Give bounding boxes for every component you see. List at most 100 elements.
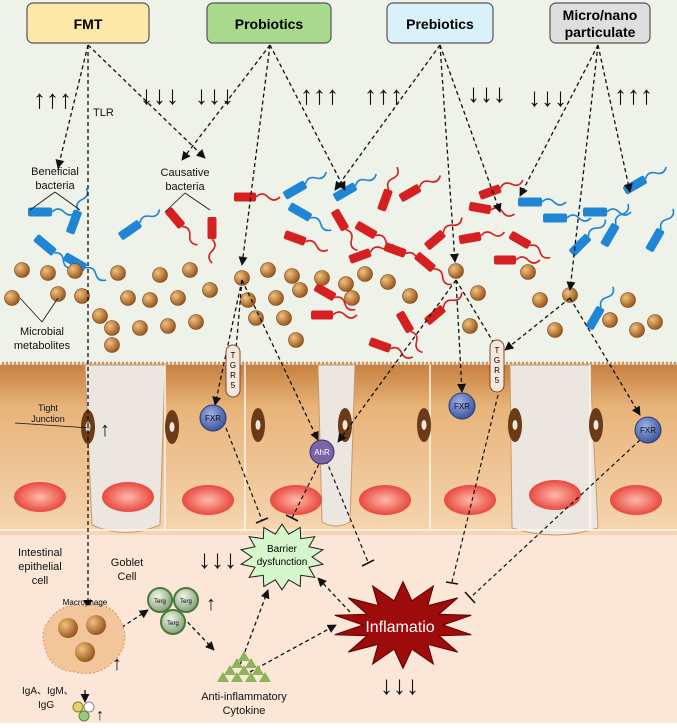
svg-text:T: T	[495, 346, 500, 355]
metabolite-particle	[4, 290, 20, 306]
cell-nucleus	[359, 485, 411, 515]
tight-junction-pointer	[14, 422, 91, 429]
trend-indicators: ↑↑↑ ↓↓↓ ↓↓↓ ↑↑↑ ↑↑↑ ↓↓↓ ↓↓↓ ↑↑↑ ↓↓↓ ↓↓↓	[33, 78, 653, 700]
increase-indicator: ↑↑↑	[33, 84, 72, 114]
decrease-indicator: ↓↓↓	[380, 670, 419, 700]
bacteria-layer	[28, 166, 675, 359]
causative-bacterium	[494, 255, 541, 265]
metabolite-particle	[104, 337, 120, 353]
metabolite-particle	[188, 314, 204, 330]
tight-junction	[508, 408, 522, 442]
beneficial-bacterium	[518, 197, 567, 207]
epithelial-cell-label: cell	[32, 575, 49, 587]
cytokine-label: Anti-inflammatory	[201, 691, 287, 703]
intervention-box: Probiotics	[206, 2, 332, 44]
intervention-box: FMT	[26, 2, 150, 44]
tight-junction	[251, 408, 265, 442]
causative-bacterium	[377, 166, 399, 212]
microbial-metabolites-label: metabolites	[14, 340, 71, 352]
nuclei	[14, 480, 662, 515]
tight-junction	[589, 408, 603, 442]
metabolite-particle	[104, 320, 120, 336]
beneficial-bacterium	[585, 286, 615, 330]
increase-indicator: ↑	[206, 593, 216, 615]
metabolite-particle	[92, 308, 108, 324]
intervention-label: Micro/nano	[563, 7, 638, 23]
metabolites-layer	[4, 262, 663, 353]
svg-text:5: 5	[495, 376, 500, 385]
causative-bacterium	[458, 231, 506, 245]
decrease-indicator: ↓↓↓	[198, 544, 237, 574]
causative-bacteria-label: bacteria	[165, 181, 205, 193]
causative-bacterium	[424, 217, 463, 250]
metabolite-particle	[288, 332, 304, 348]
metabolite-particle	[74, 288, 90, 304]
cytokine	[245, 672, 257, 682]
svg-text:T: T	[231, 351, 236, 360]
inflammation-node: Inflamatio	[334, 580, 472, 670]
label-pointer	[41, 297, 59, 323]
svg-text:Barrier: Barrier	[267, 544, 298, 555]
metabolite-particle	[314, 270, 330, 286]
metabolite-particle	[520, 264, 536, 280]
svg-text:FXR: FXR	[454, 402, 470, 411]
beneficial-bacterium	[283, 171, 327, 200]
metabolite-particle	[240, 292, 256, 308]
metabolite-particle	[40, 265, 56, 281]
increase-indicator: ↑	[112, 653, 122, 675]
svg-text:AhR: AhR	[314, 448, 330, 457]
causative-bacterium	[424, 292, 463, 325]
metabolite-particle	[160, 318, 176, 334]
svg-text:Terg: Terg	[154, 599, 166, 605]
cell-borders	[0, 365, 677, 531]
cytokine	[245, 658, 257, 668]
metabolite-particle	[142, 292, 158, 308]
intervention-label: Probiotics	[235, 16, 304, 32]
causative-bacterium	[396, 310, 423, 354]
causative-bacterium	[313, 283, 356, 311]
cell-nucleus	[102, 482, 154, 512]
fxr-receptor: FXR	[199, 404, 227, 432]
cytokine	[224, 665, 236, 675]
increase-indicator: ↑↑↑	[614, 80, 653, 110]
svg-text:Terg: Terg	[180, 599, 192, 605]
cytokine	[231, 658, 243, 668]
svg-text:5: 5	[231, 381, 236, 390]
beneficial-bacteria-label: bacteria	[35, 180, 75, 192]
tgr5-receptor: T G R 5	[489, 339, 505, 393]
label-pointer	[54, 191, 81, 211]
svg-text:R: R	[230, 371, 236, 380]
tgr5-receptor: T G R 5	[225, 344, 241, 398]
annotation-labels: TLR Beneficial bacteria Causative bacter…	[14, 107, 287, 717]
pathway-arrows	[55, 44, 641, 703]
inhibition-lines	[225, 394, 641, 599]
beneficial-bacterium	[645, 208, 675, 252]
label-pointer	[19, 297, 43, 323]
cytokine	[238, 665, 250, 675]
goblet-cell-label: Goblet	[111, 557, 143, 569]
increase-indicator: ↑↑↑	[300, 80, 339, 110]
svg-text:R: R	[494, 366, 500, 375]
goblet-cell-label: Cell	[118, 571, 137, 583]
epithelial-cell-label: epithelial	[18, 561, 61, 573]
decrease-indicator: ↓↓↓	[467, 78, 506, 108]
metabolite-particle	[234, 270, 250, 286]
intervention-boxes: FMT Probiotics Prebiotics Micro/nanoparticu…	[26, 2, 651, 44]
beneficial-bacteria-label: Beneficial	[31, 166, 79, 178]
metabolite-particle	[284, 268, 300, 284]
metabolite-particle	[380, 274, 396, 290]
intervention-label: Prebiotics	[406, 16, 474, 32]
causative-bacterium	[508, 231, 551, 259]
metabolite-particle	[547, 322, 563, 338]
causative-bacterium	[478, 179, 524, 200]
cytokine	[217, 672, 229, 682]
metabolite-particle	[268, 290, 284, 306]
metabolite-particle	[344, 290, 360, 306]
metabolite-particle	[276, 310, 292, 326]
metabolite-particle	[629, 322, 645, 338]
intervention-box: Prebiotics	[386, 2, 494, 44]
causative-bacterium	[165, 207, 198, 246]
